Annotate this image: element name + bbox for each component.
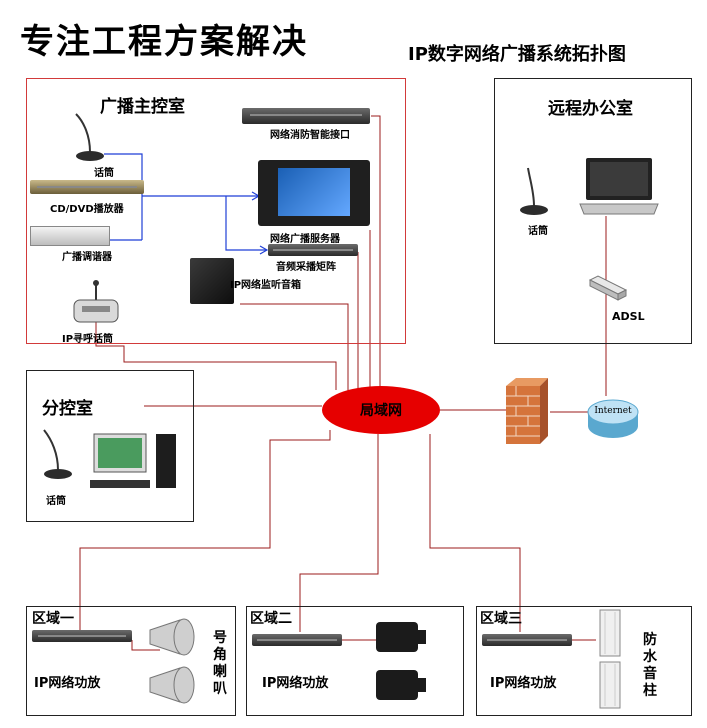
link-lan-to-zone3 — [429, 434, 521, 632]
adsl-modem-icon — [588, 270, 628, 304]
column-speaker-icon — [596, 606, 624, 710]
remote-mic-icon — [516, 166, 552, 216]
paging-mic-icon — [70, 280, 122, 326]
zone-2 — [246, 606, 464, 716]
link-lan-to-zone2 — [299, 434, 379, 632]
zone-3-amp-icon — [482, 634, 572, 646]
sub-control-room — [26, 370, 194, 522]
cd-player-label: CD/DVD播放器 — [50, 204, 124, 215]
firewall-icon — [504, 376, 550, 446]
zone-3-speaker-label: 防水音柱 — [643, 632, 657, 699]
gooseneck-mic-icon — [72, 112, 108, 162]
monitor-speaker-label: IP网络监听音箱 — [230, 280, 302, 291]
lan-cloud: 局域网 — [322, 386, 440, 434]
tuner-label: 广播调谐器 — [62, 252, 112, 263]
internet-label: Internet — [594, 406, 632, 416]
zone-2-amp-icon — [252, 634, 342, 646]
diagram-subtitle: IP数字网络广播系统拓扑图 — [408, 44, 626, 65]
monitor-speaker-icon — [190, 258, 234, 304]
remote-office-title: 远程办公室 — [548, 99, 633, 119]
zone-2-title: 区域二 — [250, 611, 292, 627]
sub-room-title: 分控室 — [42, 399, 93, 419]
paging-mic-label: IP寻呼话筒 — [62, 334, 114, 345]
link-monitor-to-lan — [240, 303, 349, 392]
sub-mic-icon — [40, 428, 76, 480]
headline: 专注工程方案解决 — [20, 22, 308, 62]
fire-interface-label: 网络消防智能接口 — [270, 130, 350, 141]
main-room-title: 广播主控室 — [100, 97, 185, 117]
link-mic-to-bus — [104, 153, 143, 240]
tuner-icon — [30, 226, 110, 246]
audio-matrix-label: 音频采播矩阵 — [276, 262, 336, 273]
zone-3-amp-label: IP网络功放 — [490, 676, 557, 691]
link-amp1-to-horn — [131, 640, 160, 651]
remote-office — [494, 78, 692, 344]
link-lan-to-zone1 — [79, 430, 331, 630]
laptop-icon — [578, 156, 660, 218]
zone-1-title: 区域一 — [32, 611, 74, 627]
zone-2-amp-label: IP网络功放 — [262, 676, 329, 691]
main-control-room — [26, 78, 406, 344]
arrow-matrix — [259, 245, 269, 255]
zone-3 — [476, 606, 692, 716]
mic-label: 话筒 — [94, 168, 114, 179]
horn-speaker-icon — [146, 612, 206, 708]
fire-interface-icon — [242, 108, 370, 124]
cd-player-icon — [30, 180, 144, 194]
zone-3-title: 区域三 — [480, 611, 522, 627]
desktop-pc-icon — [86, 430, 182, 494]
remote-mic-label: 话筒 — [528, 226, 548, 237]
audio-matrix-icon — [268, 244, 358, 256]
link-fire-interface-to-lan — [371, 115, 381, 398]
zone-1 — [26, 606, 236, 716]
internet-cloud-icon: Internet — [586, 396, 640, 442]
link-bus-to-matrix — [225, 196, 266, 251]
sub-mic-label: 话筒 — [46, 496, 66, 507]
zone-1-amp-label: IP网络功放 — [34, 676, 101, 691]
wall-speaker-icon — [372, 616, 430, 708]
server-monitor-icon — [258, 160, 370, 226]
adsl-label: ADSL — [612, 310, 645, 323]
link-paging-to-lan — [95, 322, 337, 390]
zone-1-amp-icon — [32, 630, 132, 642]
server-label: 网络广播服务器 — [270, 234, 340, 245]
zone-1-speaker-label: 号角喇叭 — [213, 630, 227, 697]
